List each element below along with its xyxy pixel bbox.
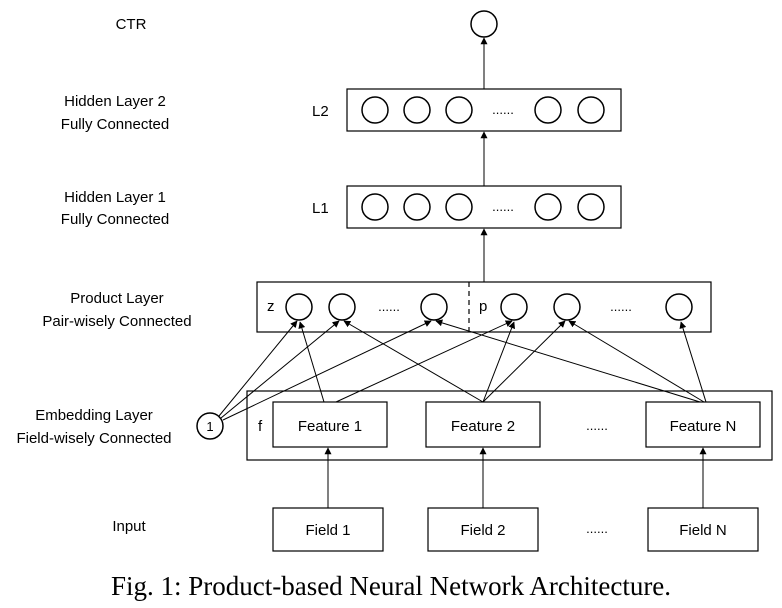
edge-one-to-z1	[218, 320, 298, 417]
hidden-layer-2-title: Hidden Layer 2	[64, 93, 166, 110]
product-p-ellipsis: ......	[610, 299, 632, 314]
product-p-node	[665, 293, 693, 321]
feature-ellipsis: ......	[586, 418, 608, 433]
ctr-output-node	[470, 10, 498, 38]
product-z-ellipsis: ......	[378, 299, 400, 314]
product-p-tag: p	[479, 298, 487, 315]
feature-n-box	[645, 401, 761, 448]
edge-featuren-to-p2	[568, 320, 705, 403]
product-p-node	[553, 293, 581, 321]
hidden-layer-1-subtitle: Fully Connected	[61, 211, 169, 228]
figure-caption: Fig. 1: Product-based Neural Network Arc…	[111, 571, 671, 601]
embedding-f-tag: f	[258, 418, 263, 435]
embedding-layer-subtitle: Field-wisely Connected	[16, 430, 171, 447]
product-layer-subtitle: Pair-wisely Connected	[42, 313, 191, 330]
edge-feature1-to-p1	[335, 320, 513, 403]
constant-one-label: 1	[206, 419, 213, 434]
hidden2-node	[534, 96, 562, 124]
product-z-node	[420, 293, 448, 321]
hidden1-node	[445, 193, 473, 221]
edge-featuren-to-pn	[679, 321, 707, 403]
ctr-label: CTR	[116, 16, 147, 33]
hidden1-node	[577, 193, 605, 221]
hidden2-node	[403, 96, 431, 124]
field-2-box	[427, 507, 539, 552]
hidden-layer-1-box	[346, 185, 622, 229]
product-z-node	[328, 293, 356, 321]
field-n-label: Field N	[679, 522, 727, 539]
edge-one-to-z3	[222, 320, 432, 421]
constant-one-node	[196, 412, 224, 440]
field-1-box	[272, 507, 384, 552]
feature-1-label: Feature 1	[298, 418, 362, 435]
edge-feature1-to-z1	[298, 321, 325, 403]
hidden1-ellipsis: ......	[492, 199, 514, 214]
feature-1-box	[272, 401, 388, 448]
embedding-layer-title: Embedding Layer	[35, 407, 153, 424]
field-n-box	[647, 507, 759, 552]
hidden2-node	[445, 96, 473, 124]
product-z-node	[285, 293, 313, 321]
l2-tag: L2	[312, 103, 329, 120]
field-2-label: Field 2	[460, 522, 505, 539]
input-label: Input	[112, 518, 146, 535]
feature-2-label: Feature 2	[451, 418, 515, 435]
edge-feature2-to-z2	[343, 320, 484, 403]
hidden2-node	[577, 96, 605, 124]
hidden1-node	[534, 193, 562, 221]
product-p-node	[500, 293, 528, 321]
product-z-tag: z	[267, 298, 275, 315]
edge-feature2-to-p2	[482, 320, 566, 403]
hidden2-ellipsis: ......	[492, 102, 514, 117]
feature-n-label: Feature N	[670, 418, 737, 435]
hidden-layer-2-subtitle: Fully Connected	[61, 116, 169, 133]
edge-feature2-to-p1	[482, 321, 515, 403]
field-1-label: Field 1	[305, 522, 350, 539]
hidden1-node	[403, 193, 431, 221]
product-layer-title: Product Layer	[70, 290, 163, 307]
hidden-layer-1-title: Hidden Layer 1	[64, 189, 166, 206]
field-ellipsis: ......	[586, 521, 608, 536]
edge-one-to-z2	[220, 320, 340, 419]
l1-tag: L1	[312, 200, 329, 217]
hidden2-node	[361, 96, 389, 124]
hidden1-node	[361, 193, 389, 221]
edge-featuren-to-z3	[435, 319, 701, 403]
hidden-layer-2-box	[346, 88, 622, 132]
feature-2-box	[425, 401, 541, 448]
